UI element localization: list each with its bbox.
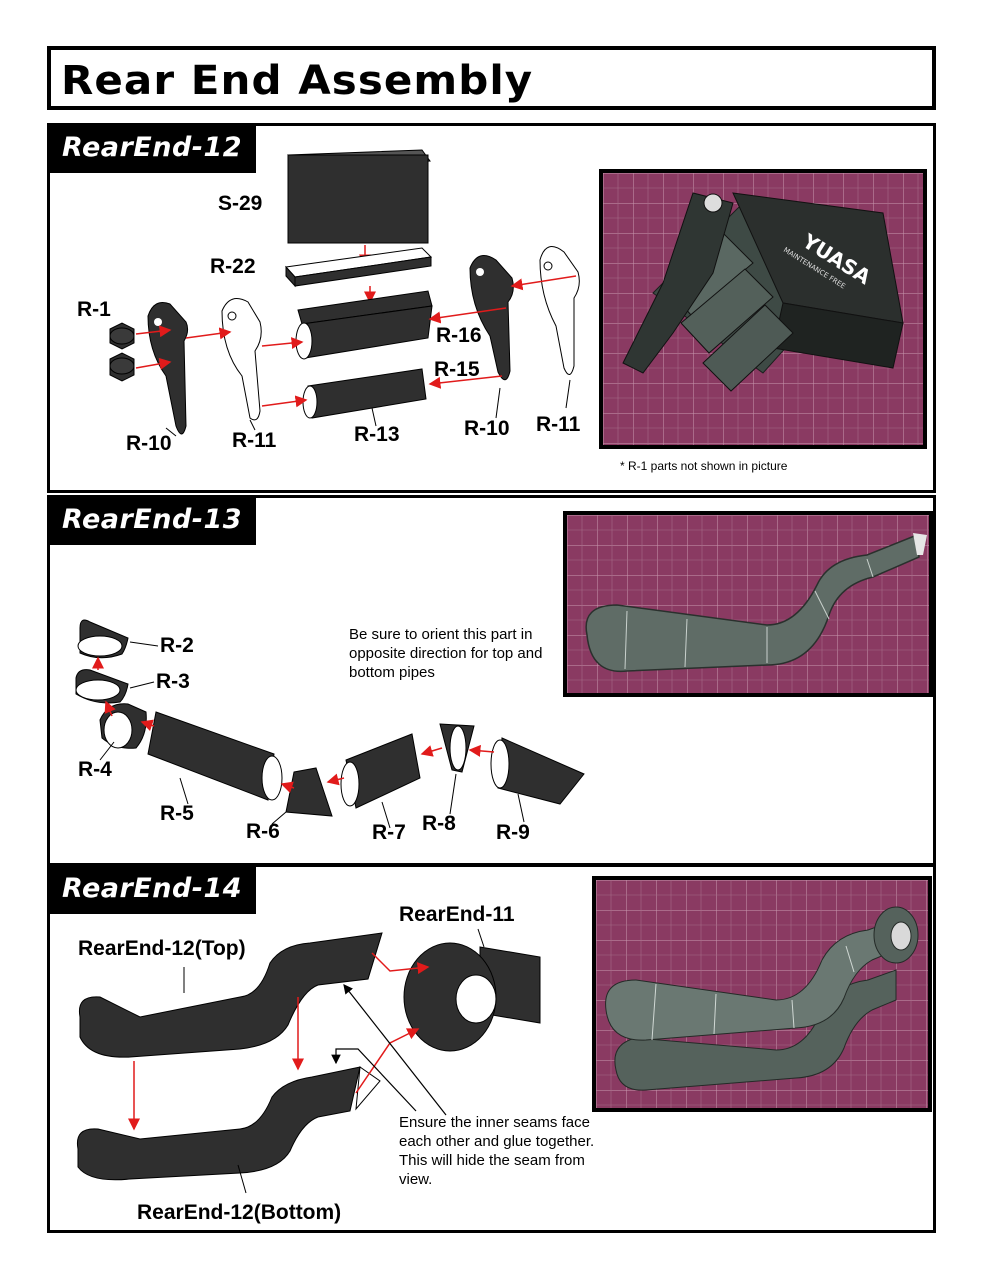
- label-r16: R-16: [436, 324, 482, 347]
- label-s29: S-29: [218, 192, 263, 215]
- label-r11-left: R-11: [232, 429, 277, 452]
- label-r7: R-7: [372, 821, 406, 844]
- battery-photo-art: YUASA MAINTENANCE FREE: [603, 173, 923, 445]
- label-r10-left: R-10: [126, 432, 172, 455]
- section-rearend-14: RearEnd-14 RearEnd-12(Top) RearEnd-11 Re…: [47, 864, 936, 1233]
- label-r8: R-8: [422, 812, 456, 835]
- joined-pipes-photo: [592, 876, 932, 1112]
- label-rearend-11: RearEnd-11: [399, 903, 515, 926]
- orientation-note: Be sure to orient this part in opposite …: [349, 626, 543, 681]
- battery-assembly-photo: YUASA MAINTENANCE FREE: [599, 169, 927, 449]
- pipe-photo-art: [567, 515, 929, 693]
- label-r10-right: R-10: [464, 417, 510, 440]
- rearend-12-diagram: [109, 149, 580, 437]
- section-rearend-12: RearEnd-12: [47, 123, 936, 493]
- label-r2: R-2: [160, 634, 194, 657]
- section-rearend-13: RearEnd-13: [47, 495, 936, 866]
- label-rearend-12-top: RearEnd-12(Top): [78, 937, 246, 960]
- label-r9: R-9: [496, 821, 530, 844]
- section-heading: RearEnd-12: [50, 126, 257, 173]
- section-heading: RearEnd-13: [50, 498, 257, 545]
- label-r15: R-15: [434, 358, 480, 381]
- label-r4: R-4: [78, 758, 112, 781]
- label-r5: R-5: [160, 802, 194, 825]
- label-r11-right: R-11: [536, 413, 581, 436]
- page-title: Rear End Assembly: [61, 58, 534, 104]
- part-s29: [287, 149, 431, 244]
- rearend-13-diagram: [75, 619, 585, 829]
- section-heading: RearEnd-14: [50, 867, 257, 914]
- rearend-14-diagram: [76, 928, 541, 1194]
- label-r6: R-6: [246, 820, 280, 843]
- label-r22: R-22: [210, 255, 256, 278]
- exhaust-pipe-photo: [563, 511, 933, 697]
- footnote: * R-1 parts not shown in picture: [620, 459, 788, 473]
- label-r1: R-1: [77, 298, 111, 321]
- label-r3: R-3: [156, 670, 190, 693]
- label-r13: R-13: [354, 423, 400, 446]
- seam-note: Ensure the inner seams face each other a…: [399, 1114, 595, 1188]
- label-rearend-12-bottom: RearEnd-12(Bottom): [137, 1201, 342, 1224]
- page-title-box: Rear End Assembly: [47, 46, 936, 110]
- joined-photo-art: [596, 880, 928, 1108]
